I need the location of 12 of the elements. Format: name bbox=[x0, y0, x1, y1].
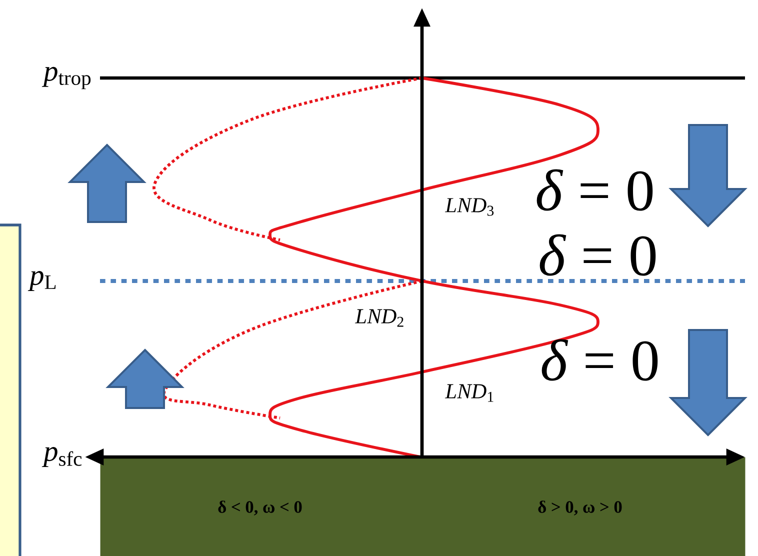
region-label: δ > 0, ω > 0 bbox=[538, 500, 622, 516]
pressure-label: p$_{trop}$ bbox=[42, 66, 91, 90]
layer-label: LND$_{3}$ bbox=[444, 198, 494, 216]
equation: δ = 0 bbox=[540, 234, 656, 276]
region-label: δ < 0, ω < 0 bbox=[218, 500, 302, 516]
pressure-label: p$_{L}$ bbox=[28, 270, 56, 292]
equation: δ = 0 bbox=[536, 169, 653, 211]
layer-label: LND$_{1}$ bbox=[444, 384, 494, 402]
layer-label: LND$_{2}$ bbox=[354, 309, 404, 327]
equation: δ = 0 bbox=[542, 339, 658, 381]
ground-bar bbox=[100, 457, 746, 556]
pressure-label: p$_{sfc}$ bbox=[42, 446, 82, 468]
